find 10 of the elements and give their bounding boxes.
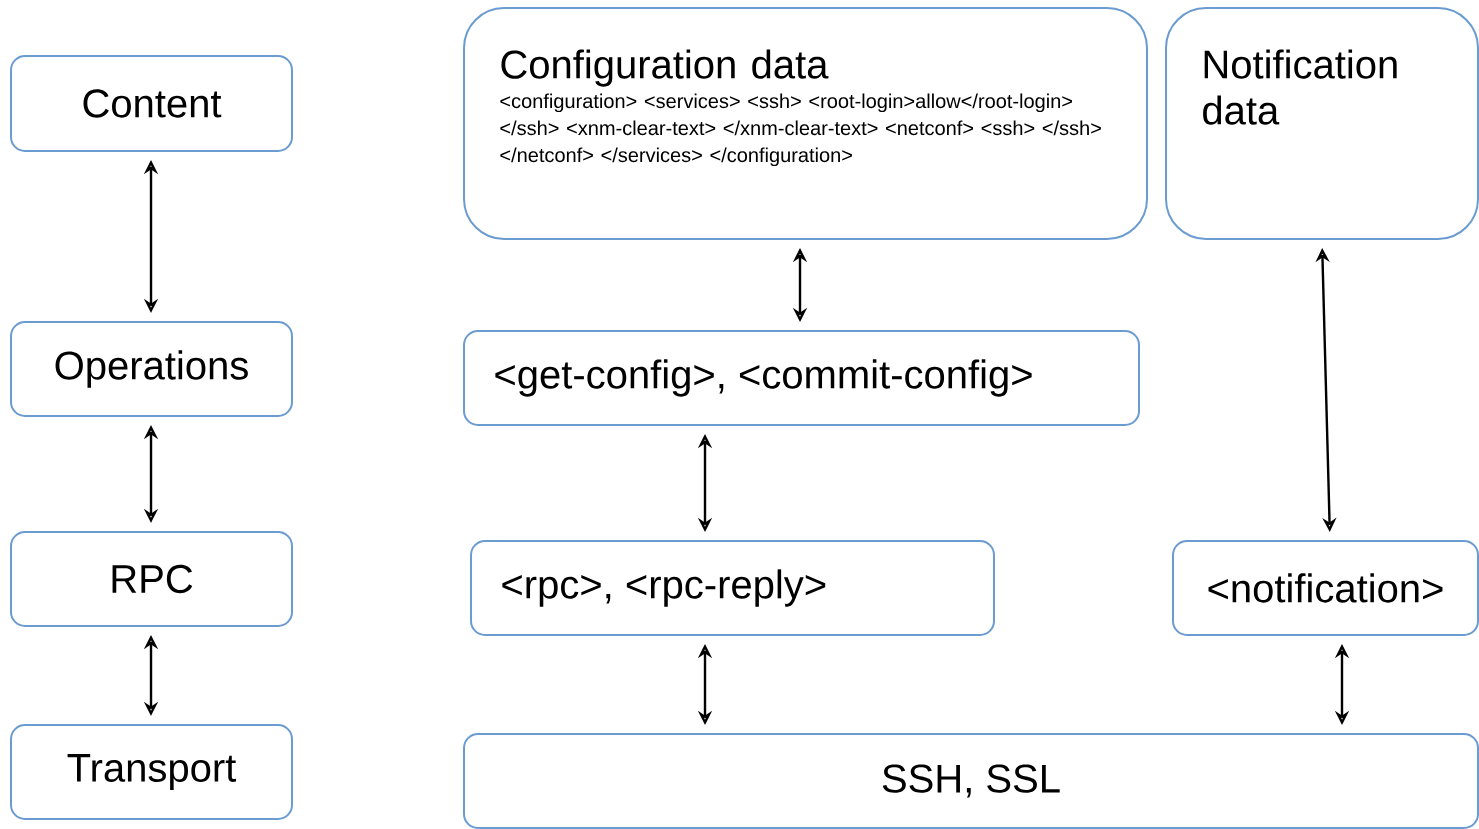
process-box: Transport <box>10 724 293 820</box>
process-box: Content <box>10 55 293 152</box>
process-box: <notification> <box>1172 540 1479 636</box>
process-box: Operations <box>10 321 293 417</box>
process-box: SSH, SSL <box>463 733 1479 829</box>
process-box: <get-config>, <commit-config> <box>463 330 1140 426</box>
process-box: <rpc>, <rpc-reply> <box>470 540 995 636</box>
process-box: Notification data <box>1165 7 1479 240</box>
process-box: RPC <box>10 531 293 627</box>
process-box: Configuration data <configuration> <services> <ssh> <root-login>allow</root-login> </ssh> <xnm-clear-text> </xnm-clear-text> <netconf> <ssh> </ssh> </netconf> </services> </configuration> <box>463 7 1148 240</box>
